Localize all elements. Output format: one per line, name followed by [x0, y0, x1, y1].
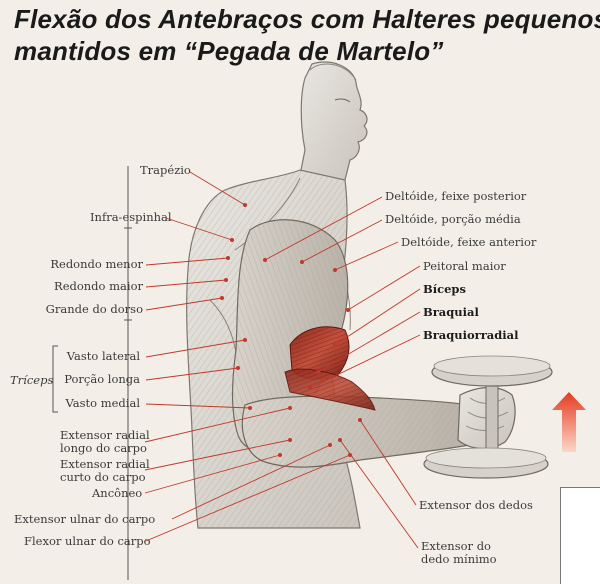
label-brackets [52, 166, 132, 580]
title-line-1: Flexão dos Antebraços com Halteres peque… [14, 4, 600, 34]
label-vasto-lateral: Vasto lateral [66, 349, 140, 363]
head [299, 61, 368, 181]
label-vasto-medial: Vasto medial [65, 396, 141, 410]
label-deltoide-media: Deltóide, porção média [385, 212, 521, 226]
label-redondo-maior: Redondo maior [54, 279, 143, 293]
label-extensor-radial-curto: Extensor radial curto do carpo [60, 457, 150, 484]
label-deltoide-posterior: Deltóide, feixe posterior [385, 189, 527, 203]
dumbbell [423, 355, 553, 479]
label-extensor-radial-longo: Extensor radial longo do carpo [60, 428, 150, 455]
target-dots [220, 203, 362, 457]
upward-arrow-icon [552, 392, 586, 452]
label-infra-espinhal: Infra-espinhal [90, 210, 172, 224]
label-flexor-ulnar: Flexor ulnar do carpo [24, 534, 151, 548]
label-anconeo: Ancôneo [92, 486, 143, 500]
label-peitoral-maior: Peitoral maior [423, 259, 506, 273]
label-extensor-ulnar: Extensor ulnar do carpo [14, 512, 156, 526]
label-trapezio: Trapézio [140, 163, 191, 177]
label-porcao-longa: Porção longa [64, 372, 140, 386]
label-extensor-dedos: Extensor dos dedos [419, 498, 533, 512]
label-deltoide-anterior: Deltóide, feixe anterior [401, 235, 537, 249]
label-grande-dorso: Grande do dorso [45, 302, 143, 316]
label-redondo-menor: Redondo menor [50, 257, 143, 271]
label-extensor-dedo-minimo: Extensor do dedo mínimo [421, 539, 497, 566]
label-braquial: Braquial [423, 305, 479, 319]
title-line-2: mantidos em “Pegada de Martelo” [14, 36, 444, 66]
leader-lines [144, 171, 421, 549]
label-triceps: Tríceps [10, 373, 54, 387]
highlighted-muscles [284, 326, 376, 411]
corner-frame [560, 487, 600, 584]
label-biceps: Bíceps [423, 282, 466, 296]
label-braquiorradial: Braquiorradial [423, 328, 519, 342]
